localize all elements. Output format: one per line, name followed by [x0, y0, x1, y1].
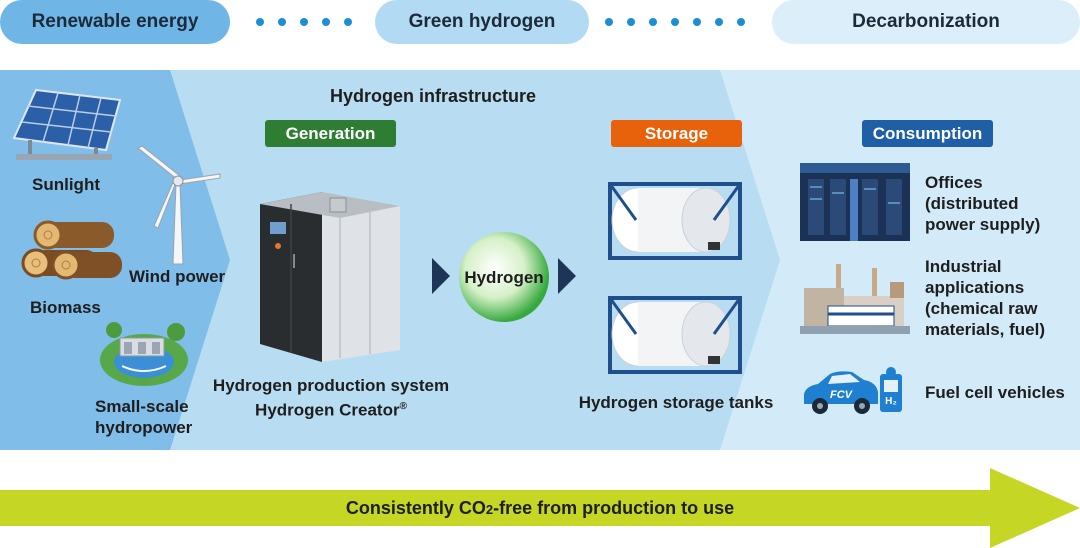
generation-tag: Generation — [265, 120, 396, 147]
flow-dots-1 — [256, 18, 352, 26]
bottom-arrow — [0, 468, 1080, 548]
h2-text: H₂ — [885, 396, 897, 407]
fuel-cell-vehicles-label: Fuel cell vehicles — [925, 383, 1065, 402]
storage-tank-icon-top — [608, 182, 742, 260]
hydrogen-creator-machine-icon — [260, 192, 400, 362]
small-scale-hydropower-label: Small-scale hydropower — [95, 396, 192, 438]
biomass-logs-icon — [21, 220, 122, 280]
consumption-tag: Consumption — [862, 120, 993, 147]
hydropower-icon — [100, 322, 188, 386]
storage-tag: Storage — [611, 120, 742, 147]
fcv-text: FCV — [830, 389, 854, 401]
hydro-line1: Small-scale — [95, 397, 189, 416]
arrow-right-icon-2 — [558, 258, 576, 294]
hydrogen-station-icon: H₂ — [880, 367, 902, 412]
flow-dots-2 — [605, 18, 745, 26]
stage-renewable-energy-label: Renewable energy — [31, 11, 199, 32]
storage-tag-label: Storage — [644, 123, 709, 143]
generation-caption: Hydrogen production system Hydrogen Crea… — [205, 375, 457, 421]
hydrogen-sphere — [459, 232, 549, 322]
panel-title: Hydrogen infrastructure — [330, 86, 537, 106]
storage-caption: Hydrogen storage tanks — [578, 393, 774, 412]
fcv-car-icon: FCV — [804, 371, 878, 414]
storage-tank-icon-bottom — [608, 296, 742, 374]
stage-renewable-energy: Renewable energy — [0, 0, 230, 44]
wind-turbine-icon — [137, 145, 221, 265]
server-room-icon — [800, 163, 910, 241]
wind-power-label: Wind power — [129, 267, 226, 286]
generation-caption-line1: Hydrogen production system — [212, 376, 450, 395]
generation-tag-label: Generation — [285, 123, 376, 143]
biomass-label: Biomass — [30, 298, 101, 317]
stage-decarbonization: Decarbonization — [772, 0, 1080, 44]
arrow-right-icon-1 — [432, 258, 450, 294]
hydrogen-label: Hydrogen — [464, 268, 544, 287]
hydro-line2: hydropower — [95, 418, 193, 437]
solar-panel-icon — [12, 88, 122, 160]
offices-label: Offices (distributed power supply) — [925, 173, 1041, 234]
stage-green-hydrogen: Green hydrogen — [375, 0, 589, 44]
generation-caption-line2: Hydrogen Creator® — [255, 400, 407, 420]
stage-green-hydrogen-label: Green hydrogen — [408, 11, 556, 32]
stage-decarbonization-label: Decarbonization — [852, 11, 1000, 32]
factory-icon — [800, 264, 910, 334]
consumption-tag-label: Consumption — [872, 123, 983, 143]
industrial-applications-label: Industrial applications (chemical raw ma… — [925, 257, 1045, 339]
sunlight-label: Sunlight — [32, 175, 100, 194]
bottom-arrow-text: Consistently CO2-free from production to… — [345, 498, 735, 518]
